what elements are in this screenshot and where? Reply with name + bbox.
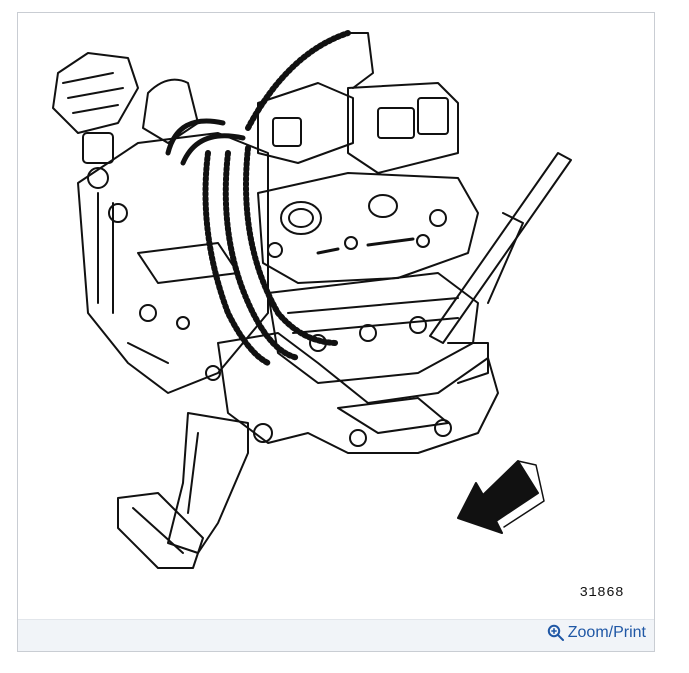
zoom-print-link[interactable]: Zoom/Print — [547, 624, 646, 642]
figure-footer: Zoom/Print — [18, 619, 654, 651]
magnifier-plus-icon — [547, 624, 565, 642]
zoom-print-label: Zoom/Print — [567, 624, 646, 641]
engine-illustration — [52, 30, 572, 569]
figure-number: 31868 — [579, 585, 624, 601]
figure-panel: 31868 Zoom/Print — [17, 12, 655, 652]
